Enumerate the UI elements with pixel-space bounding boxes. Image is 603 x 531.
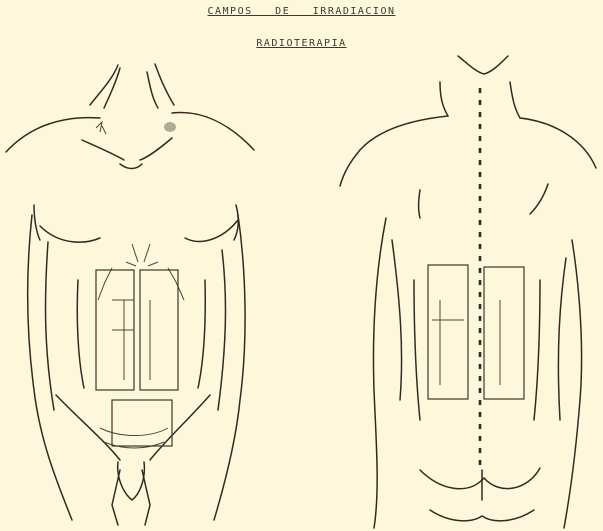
posterior-left-paraaortic-field [428, 265, 468, 399]
anterior-pelvic-field [112, 400, 172, 446]
posterior-neck [458, 56, 508, 74]
posterior-radiation-fields [428, 265, 524, 399]
anterior-left-pectoral [40, 226, 100, 242]
posterior-right-shoulder [520, 118, 596, 168]
posterior-right-paraaortic-field [484, 267, 524, 399]
anterior-body-figure [6, 64, 254, 525]
anterior-right-paraaortic-field [140, 270, 178, 390]
anterior-left-shoulder [6, 118, 100, 152]
anterior-right-shoulder [172, 113, 254, 150]
anterior-right-arm [214, 215, 245, 520]
anterior-left-arm [28, 215, 72, 520]
anterior-neck-right [155, 64, 174, 105]
posterior-left-shoulder [340, 116, 448, 186]
posterior-right-arm [564, 240, 582, 528]
anterior-right-pectoral [185, 220, 238, 241]
posterior-left-arm [374, 218, 387, 528]
